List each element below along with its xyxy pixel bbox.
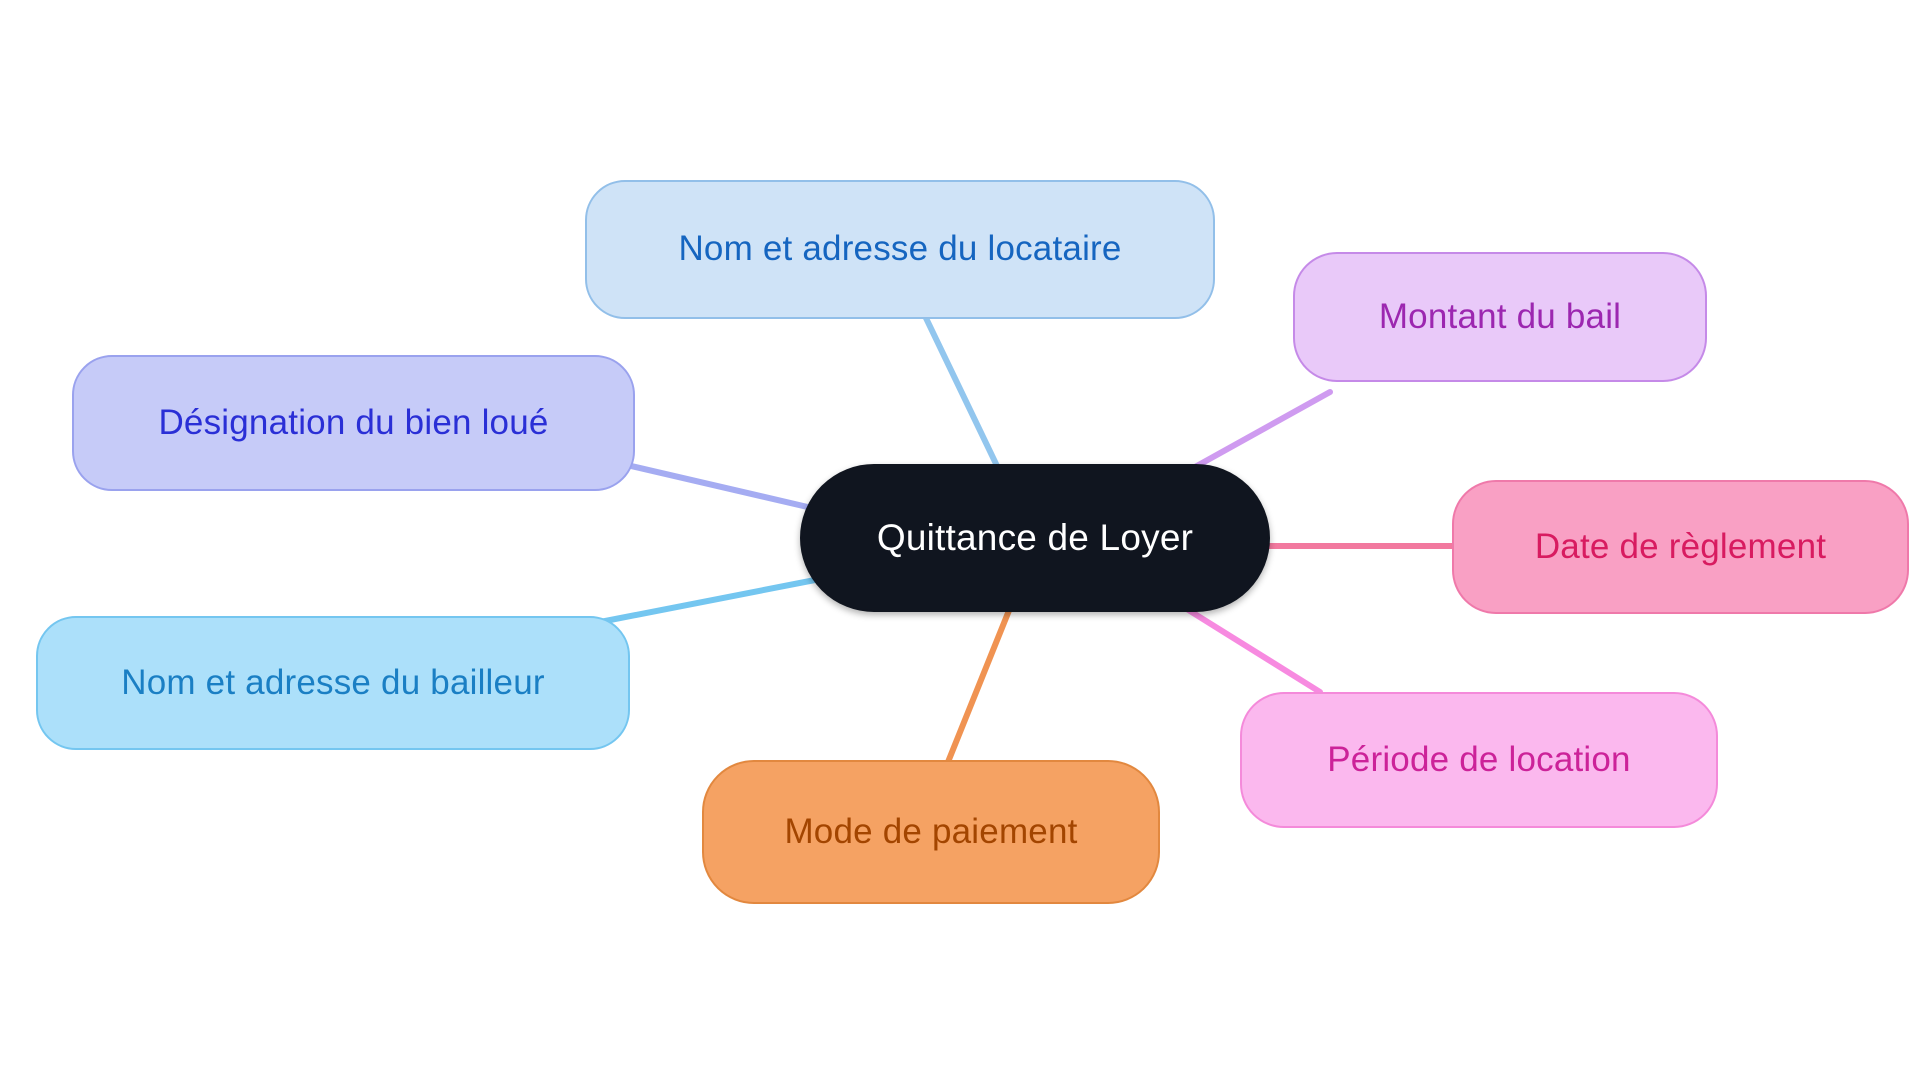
edge-root-designation bbox=[611, 459, 815, 511]
mindmap-node-label: Nom et adresse du bailleur bbox=[121, 662, 545, 702]
edge-root-bailleur bbox=[597, 577, 818, 625]
mindmap-node-paiement[interactable]: Mode de paiement bbox=[702, 760, 1160, 904]
mindmap-node-label: Désignation du bien loué bbox=[158, 402, 549, 442]
mindmap-node-locataire[interactable]: Nom et adresse du locataire bbox=[585, 180, 1215, 319]
mindmap-node-label: Nom et adresse du locataire bbox=[678, 229, 1122, 269]
mindmap-node-root[interactable]: Quittance de Loyer bbox=[800, 464, 1270, 612]
mindmap-node-label: Période de location bbox=[1327, 739, 1631, 779]
mindmap-node-bailleur[interactable]: Nom et adresse du bailleur bbox=[36, 616, 630, 750]
edge-root-paiement bbox=[945, 605, 1013, 765]
edge-root-locataire bbox=[922, 313, 1001, 471]
edge-root-periode bbox=[1179, 603, 1323, 695]
mindmap-node-label: Montant du bail bbox=[1378, 296, 1622, 336]
mindmap-node-montant[interactable]: Montant du bail bbox=[1293, 252, 1707, 382]
mindmap-root-label: Quittance de Loyer bbox=[876, 516, 1194, 558]
mindmap-node-periode[interactable]: Période de location bbox=[1240, 692, 1718, 828]
mindmap-node-date[interactable]: Date de règlement bbox=[1452, 480, 1909, 614]
mindmap-node-designation[interactable]: Désignation du bien loué bbox=[72, 355, 635, 491]
edge-root-montant bbox=[1183, 389, 1333, 475]
mindmap-node-label: Mode de paiement bbox=[784, 811, 1078, 851]
mindmap-node-label: Date de règlement bbox=[1534, 526, 1827, 566]
